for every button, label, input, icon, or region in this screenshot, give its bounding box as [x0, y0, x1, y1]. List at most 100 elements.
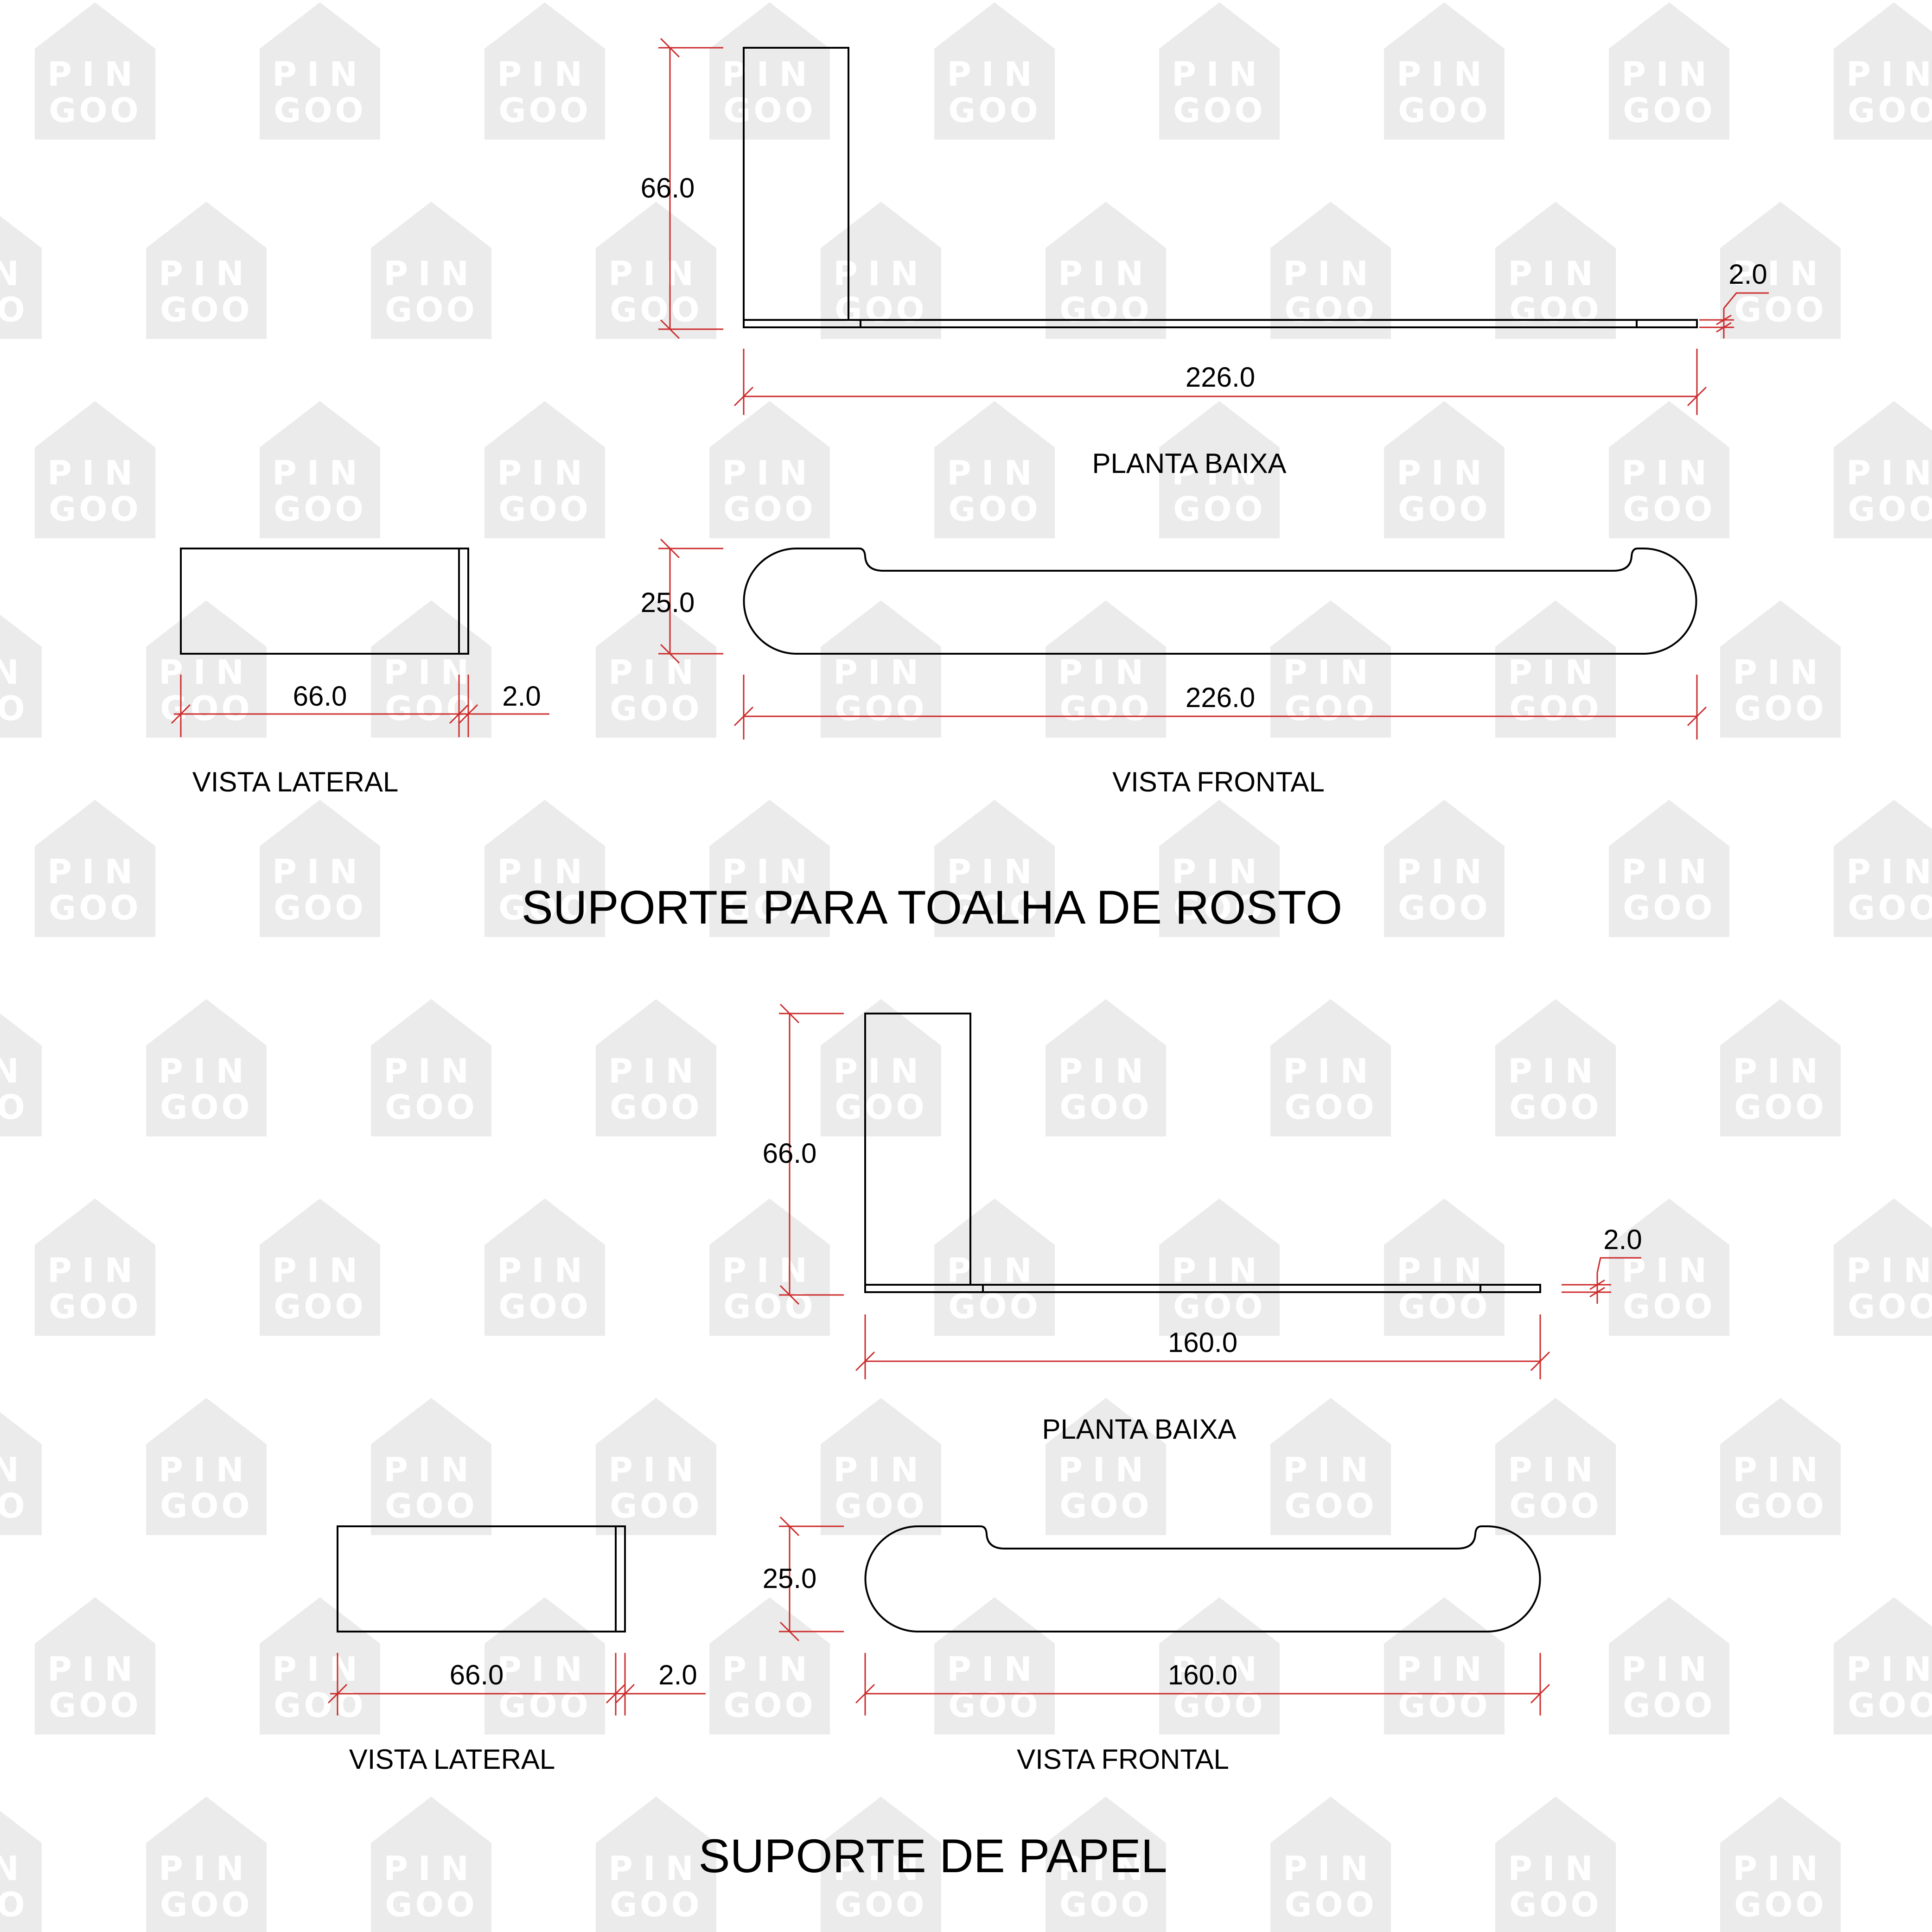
watermark-text: PIN [608, 1849, 704, 1888]
plan-view-drawing [743, 47, 1698, 328]
watermark-text: PIN [1621, 453, 1717, 492]
watermark-text: PIN [608, 254, 704, 293]
watermark-text: GOO [1848, 490, 1932, 529]
watermark-text: GOO [835, 1885, 927, 1924]
watermark-text: PIN [1283, 1052, 1378, 1090]
watermark-text: PIN [947, 453, 1042, 492]
watermark-text: PIN [497, 1650, 593, 1689]
watermark-text: PIN [1846, 852, 1932, 891]
dim-tick [660, 319, 680, 339]
watermark-text: PIN [1508, 653, 1603, 692]
plan-vertical-plate [864, 1013, 971, 1285]
dim-tick [327, 1683, 348, 1704]
side-view-label: VISTA LATERAL [192, 766, 399, 797]
watermark-text: GOO [1284, 290, 1377, 329]
watermark-text: GOO [274, 1287, 366, 1326]
watermark-text: PIN [608, 653, 704, 692]
watermark-text: PIN [1508, 1052, 1603, 1090]
front-length-dimension: 160.0 [1168, 1659, 1237, 1690]
side-dimensions [327, 1653, 706, 1715]
watermark-text: GOO [1173, 1287, 1266, 1326]
watermark-text: GOO [385, 1486, 478, 1525]
watermark-text: GOO [160, 1885, 253, 1924]
plan-thickness-dimension: 2.0 [1603, 1224, 1642, 1255]
watermark-text: GOO [385, 689, 478, 728]
watermark-text: GOO [610, 1088, 702, 1127]
watermark-text: GOO [1734, 1088, 1827, 1127]
section-paper-holder: 66.0 160.0 2.0 PLANTA BAIXA 66.0 2.0 VIS… [327, 1003, 1642, 1882]
dim-tick [606, 1683, 626, 1704]
dim-leader [1723, 292, 1769, 309]
watermark-text: GOO [49, 1287, 141, 1326]
side-depth-dimension: 66.0 [293, 681, 347, 712]
watermark-text: PIN [1283, 653, 1378, 692]
watermark-text: GOO [1509, 689, 1602, 728]
dim-tick [1687, 386, 1707, 407]
watermark-text: PIN [947, 1251, 1042, 1290]
watermark-text: PIN [159, 1450, 254, 1489]
plan-horizontal-bar [864, 1284, 1541, 1293]
watermark-text: PIN [1733, 653, 1828, 692]
watermark-text: PIN [1058, 1849, 1154, 1888]
dim-tick [855, 1683, 875, 1704]
watermark-text: PIN [1058, 1052, 1154, 1090]
watermark-text: PIN [1621, 55, 1717, 94]
watermark-text: GOO [1848, 888, 1932, 927]
side-view-label: VISTA LATERAL [349, 1744, 555, 1775]
watermark-text: GOO [948, 1287, 1041, 1326]
dim-tick [660, 538, 680, 559]
dim-tick [779, 1621, 800, 1642]
side-plate [337, 1525, 626, 1632]
watermark-text: PIN [947, 852, 1042, 891]
watermark-text: GOO [1059, 1088, 1152, 1127]
watermark-text: PIN [1172, 1650, 1267, 1689]
dim-leader [1596, 1257, 1641, 1273]
watermark-text: PIN [1621, 1650, 1717, 1689]
dim-tick [458, 704, 478, 724]
watermark-text: GOO [1284, 1486, 1377, 1525]
watermark-text: PIN [1396, 453, 1492, 492]
watermark-text: GOO [835, 1088, 927, 1127]
watermark-text: GOO [498, 1686, 591, 1725]
watermark-text: GOO [610, 290, 702, 329]
watermark-text: GOO [274, 91, 366, 130]
watermark-text: GOO [1398, 1287, 1491, 1326]
watermark-text: GOO [1173, 888, 1266, 927]
watermark-text: PIN [947, 1650, 1042, 1689]
watermark-text: GOO [274, 888, 366, 927]
dim-tick [449, 704, 469, 724]
watermark-text: GOO [1398, 1686, 1491, 1725]
watermark-text: PIN [1621, 1251, 1717, 1290]
watermark-text: PIN [608, 1450, 704, 1489]
side-thickness-dimension: 2.0 [502, 681, 541, 712]
watermark-text: GOO [160, 1088, 253, 1127]
watermark-text: PIN [1846, 1251, 1932, 1290]
watermark-text: GOO [274, 1686, 366, 1725]
